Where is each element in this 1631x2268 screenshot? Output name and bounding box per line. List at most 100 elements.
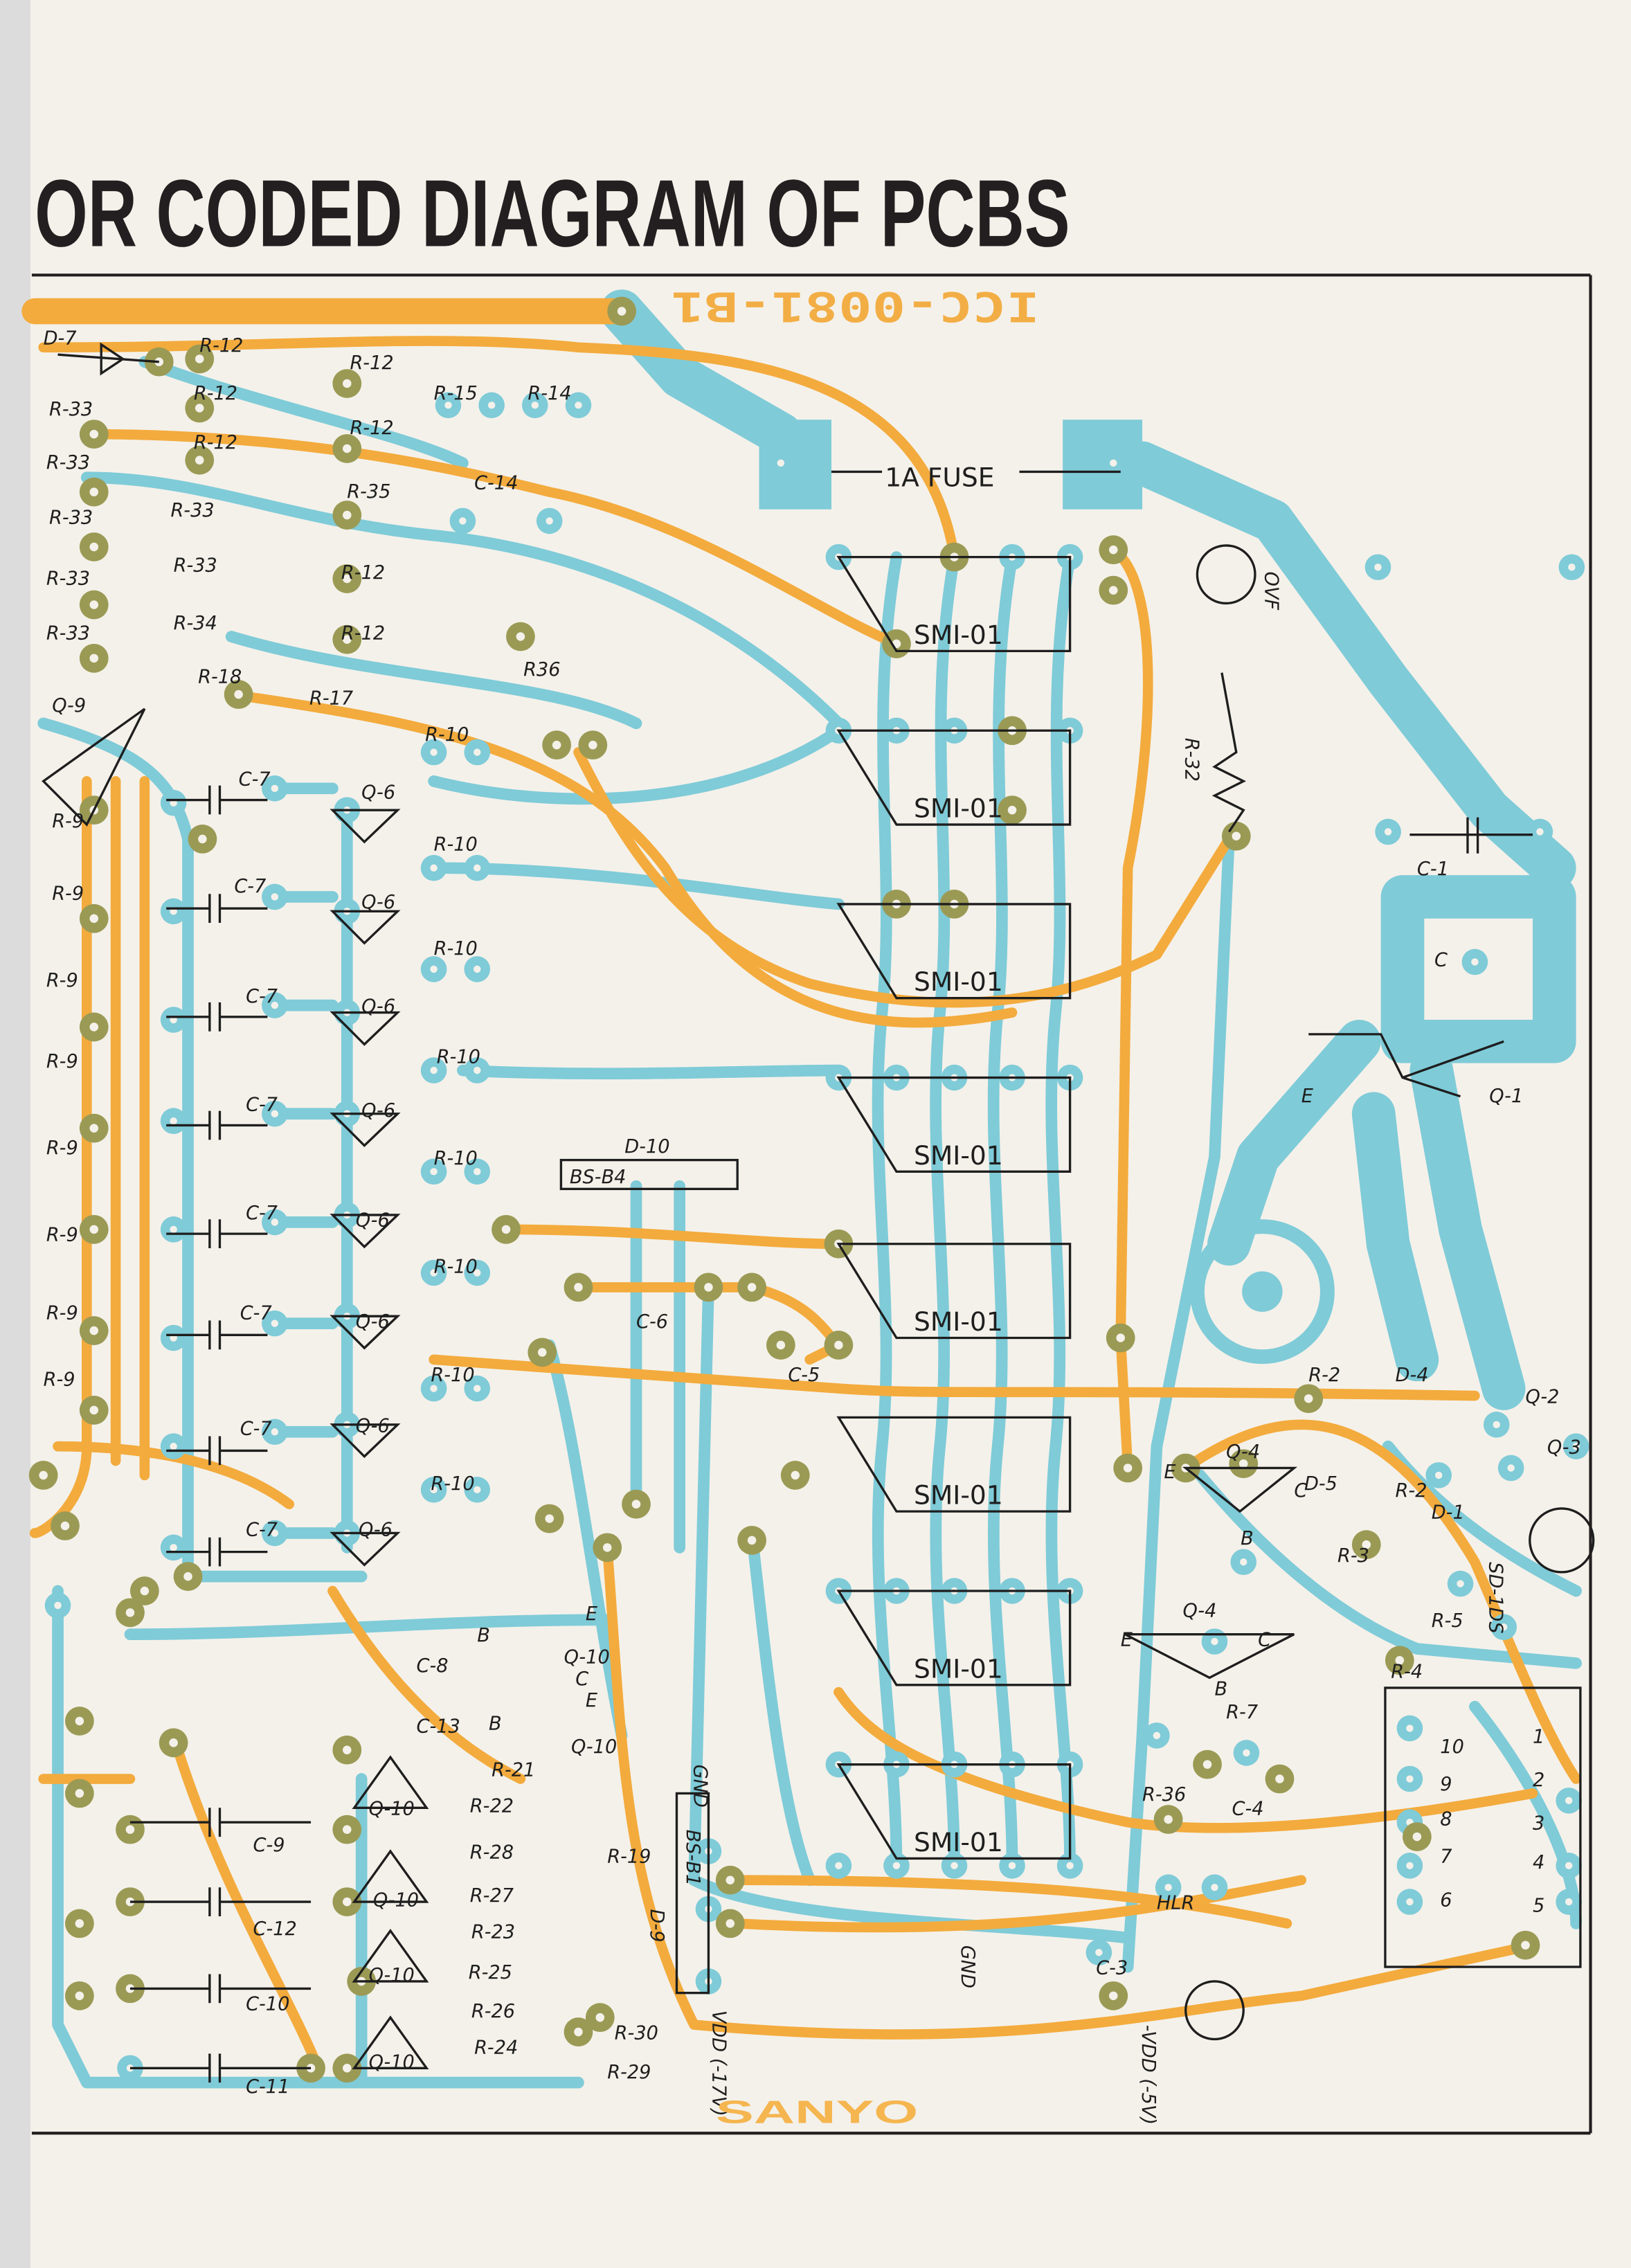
- component-label: C-13: [417, 1716, 460, 1738]
- component-label: R-35: [347, 481, 390, 503]
- component-label: HLR: [1157, 1893, 1194, 1914]
- component-label: Q-6: [356, 1311, 390, 1333]
- component-label: R-9: [46, 1225, 78, 1246]
- component-label: Q-10: [369, 1965, 415, 1986]
- ic-label-smi-01: SMI-01: [914, 966, 1003, 997]
- component-label: R-10: [437, 1047, 480, 1068]
- fuse-label: 1A FUSE: [885, 462, 994, 492]
- component-label: 3: [1533, 1813, 1544, 1835]
- component-label: Q-4: [1183, 1601, 1217, 1622]
- component-label: D-5: [1304, 1473, 1337, 1495]
- component-label: R-2: [1396, 1480, 1427, 1502]
- component-label: R-25: [469, 1962, 512, 1983]
- component-label: C-11: [246, 2076, 289, 2098]
- component-label: C-8: [417, 1655, 449, 1677]
- component-label: R-33: [49, 507, 93, 529]
- component-label: C-7: [246, 1520, 278, 1541]
- ovf-lamp-symbol: [1196, 544, 1256, 605]
- transistor-symbol: [1124, 1633, 1295, 1680]
- component-label: 7: [1440, 1846, 1452, 1868]
- c1-symbol: [1409, 817, 1533, 854]
- component-label: C: [1294, 1480, 1307, 1502]
- transistor-outline: [1529, 1507, 1595, 1574]
- capacitor-symbol: [166, 1219, 268, 1249]
- transistor-symbol: [330, 1011, 401, 1046]
- transistor-symbol: [330, 1423, 401, 1459]
- component-label: R-33: [46, 452, 90, 474]
- component-label: Q-6: [356, 1210, 390, 1232]
- transistor-symbol: [352, 1849, 429, 1903]
- capacitor-symbol: [166, 1537, 268, 1567]
- q1-symbol: [1308, 1033, 1504, 1098]
- ic-outline: [836, 1590, 1072, 1686]
- component-label: R-12: [341, 623, 385, 645]
- ic-label-smi-01: SMI-01: [914, 1140, 1003, 1171]
- component-label: 10: [1440, 1736, 1464, 1758]
- component-label: Q-2: [1526, 1386, 1560, 1407]
- component-label: R-22: [470, 1796, 514, 1817]
- ic-label-smi-01: SMI-01: [914, 620, 1003, 650]
- capacitor-symbol: [129, 1974, 312, 2004]
- component-label: E: [1301, 1086, 1314, 1107]
- component-label: R-18: [198, 666, 242, 687]
- transistor-symbol: [352, 1755, 429, 1809]
- component-label: B: [489, 1713, 502, 1735]
- ic-outline: [836, 729, 1072, 826]
- component-label: R-9: [52, 883, 84, 905]
- component-label: R-33: [170, 500, 214, 521]
- component-label: Q-6: [359, 1520, 393, 1541]
- component-label: D-7: [44, 328, 78, 350]
- capacitor-symbol: [166, 1002, 268, 1032]
- component-label: R-32: [1181, 738, 1202, 782]
- component-label: Q-9: [52, 695, 86, 717]
- transistor-symbol: [330, 809, 401, 844]
- component-label: R-36: [1142, 1784, 1186, 1806]
- component-label: R-4: [1391, 1661, 1423, 1682]
- component-label: R-10: [431, 1473, 474, 1495]
- component-label: R-9: [46, 1137, 78, 1159]
- hlr-lamp-symbol: [1184, 1980, 1245, 2041]
- component-label: VDD (-17V): [708, 2010, 730, 2116]
- component-label: D-4: [1396, 1365, 1429, 1386]
- component-label: C-3: [1096, 1958, 1128, 1979]
- component-silkscreen: [42, 342, 1595, 2083]
- ic-outline: [836, 1243, 1072, 1340]
- q9-symbol: [42, 708, 146, 827]
- component-label: Q-10: [369, 1799, 415, 1820]
- page-title: OR CODED DIAGRAM OF PCBS: [35, 161, 1070, 267]
- component-label: Q-10: [564, 1646, 610, 1668]
- component-label: Q-6: [361, 782, 395, 803]
- transistor-symbol: [330, 1315, 401, 1350]
- transistor-symbol: [330, 910, 401, 945]
- component-label: 4: [1533, 1852, 1544, 1873]
- ic-label-smi-01: SMI-01: [914, 1653, 1003, 1684]
- transistor-symbol: [352, 2015, 429, 2069]
- component-label: R-26: [471, 2001, 515, 2022]
- component-label: E: [586, 1690, 598, 1711]
- component-label: R-12: [194, 383, 237, 404]
- component-label: R-10: [431, 1365, 474, 1386]
- component-label: E: [586, 1603, 598, 1625]
- component-label: R-10: [434, 1148, 478, 1169]
- ic-outline: [836, 1416, 1072, 1513]
- component-label: Q-6: [361, 1100, 395, 1122]
- component-label: R-9: [46, 1302, 78, 1324]
- scan-edge: [0, 0, 30, 2268]
- component-label: R-12: [350, 352, 393, 374]
- component-label: D-1: [1432, 1502, 1465, 1524]
- board-code: ICC-0081-B1: [671, 282, 1040, 330]
- component-label: E: [1164, 1461, 1176, 1483]
- component-label: C: [1258, 1629, 1271, 1650]
- component-label: 5: [1533, 1896, 1544, 1917]
- ic-outline: [836, 1076, 1072, 1173]
- component-label: R-33: [46, 623, 90, 645]
- component-label: D-10: [624, 1136, 669, 1158]
- component-label: R-3: [1337, 1545, 1369, 1567]
- component-label: R-21: [492, 1759, 535, 1781]
- capacitor-symbol: [129, 1808, 312, 1837]
- component-label: GND: [957, 1945, 978, 1988]
- ic-label-smi-01: SMI-01: [914, 1827, 1003, 1857]
- component-label: Q-10: [369, 2051, 415, 2073]
- component-label: R-12: [350, 417, 393, 439]
